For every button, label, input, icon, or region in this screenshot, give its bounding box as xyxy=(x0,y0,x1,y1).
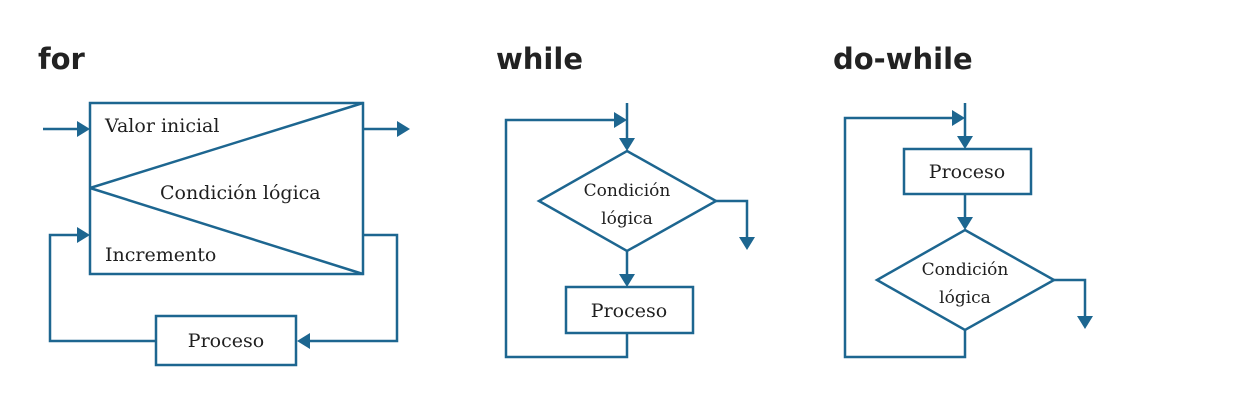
for-triangle-upper-line xyxy=(89,101,364,190)
while-condition-diamond xyxy=(536,149,719,253)
for-initial-value-label: Valor inicial xyxy=(104,115,219,137)
do-while-entry-arrowhead xyxy=(957,136,973,149)
while-exit-arrowhead xyxy=(739,237,755,250)
while-loop-back-line xyxy=(504,118,629,359)
do-while-process-to-condition-arrowhead xyxy=(957,217,973,230)
for-entry-arrowhead xyxy=(77,121,90,137)
do-while-process-box xyxy=(902,147,1033,196)
for-increment-label: Incremento xyxy=(105,244,216,266)
for-loop-back-line xyxy=(48,233,156,343)
for-triangle-lower-line xyxy=(89,186,364,276)
for-loop-to-process-arrowhead xyxy=(297,333,310,349)
for-title: for xyxy=(38,42,86,76)
for-process-label: Proceso xyxy=(188,330,264,352)
while-exit-line xyxy=(716,199,749,238)
while-condition-line1: Condición xyxy=(584,181,671,201)
for-loop-back-arrowhead xyxy=(77,227,90,243)
do-while-flowchart: do-while Proceso Condición lógica xyxy=(833,42,1093,359)
while-condition-line2: lógica xyxy=(601,209,653,229)
while-process-box xyxy=(564,285,695,335)
do-while-process-label: Proceso xyxy=(929,161,1005,183)
while-condition-to-process-arrowhead xyxy=(619,274,635,287)
while-title: while xyxy=(496,42,583,76)
do-while-loop-back-arrowhead xyxy=(952,110,965,126)
for-exit-arrowhead xyxy=(397,121,410,137)
do-while-exit-arrowhead xyxy=(1077,316,1093,329)
for-flowchart: for Valor inicial Condición lógica Incre… xyxy=(38,42,410,367)
while-loop-back-arrowhead xyxy=(614,112,627,128)
do-while-loop-back-line xyxy=(843,116,967,359)
do-while-condition-diamond xyxy=(874,228,1057,332)
do-while-condition-line2: lógica xyxy=(939,288,991,308)
while-entry-arrowhead xyxy=(619,138,635,151)
for-loop-to-process-line xyxy=(310,233,399,343)
do-while-condition-line1: Condición xyxy=(922,260,1009,280)
while-process-label: Proceso xyxy=(591,300,667,322)
while-flowchart: while Condición lógica Proceso xyxy=(496,42,755,359)
do-while-title: do-while xyxy=(833,42,973,76)
for-condition-label: Condición lógica xyxy=(160,182,321,204)
do-while-exit-line xyxy=(1054,278,1087,317)
